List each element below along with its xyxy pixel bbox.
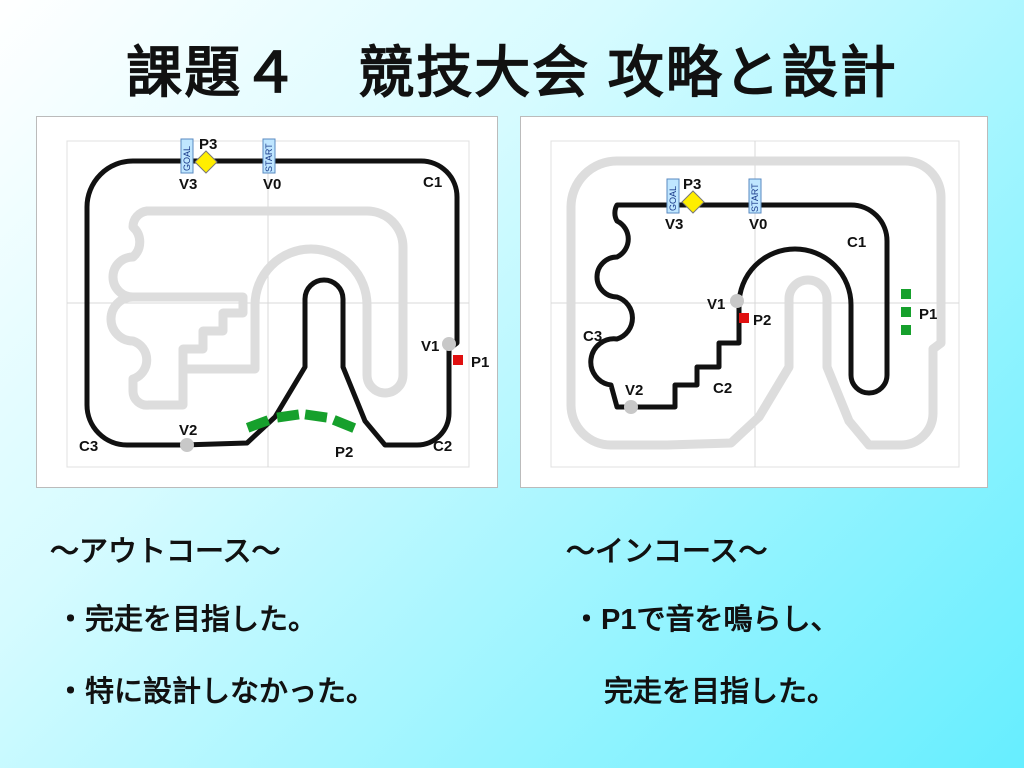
goal-tag — [180, 138, 194, 174]
green-marker — [901, 307, 911, 317]
label-c1: C1 — [423, 174, 442, 191]
in-course-diagram: GOAL START P3 V3 V0 C1 V1 P2 P1 C3 V2 C2 — [550, 140, 960, 468]
label-v0: V0 — [749, 216, 767, 233]
start-tag — [748, 178, 762, 214]
label-v2: V2 — [179, 422, 197, 439]
goal-tag — [666, 178, 680, 214]
goal-tag-label: GOAL — [668, 186, 678, 211]
label-v3: V3 — [665, 216, 683, 233]
start-tag-label: START — [264, 143, 274, 172]
in-course-heading: 〜インコース〜 — [566, 536, 768, 568]
green-marker — [276, 409, 300, 423]
p3-diamond — [681, 190, 705, 214]
out-course-heading: 〜アウトコース〜 — [50, 536, 281, 568]
label-p1: P1 — [471, 354, 489, 371]
p1-marker — [453, 355, 463, 365]
goal-tag-label: GOAL — [182, 146, 192, 171]
p2-marker — [739, 313, 749, 323]
green-marker — [245, 415, 271, 433]
p3-diamond — [194, 150, 218, 174]
start-tag — [262, 138, 276, 174]
v1-node — [442, 337, 456, 351]
label-v2: V2 — [625, 382, 643, 399]
label-p2: P2 — [753, 312, 771, 329]
green-marker — [331, 415, 357, 433]
slide-title: 課題４ 競技大会 攻略と設計 — [126, 41, 898, 104]
label-v1: V1 — [707, 296, 725, 313]
out-course-diagram: GOAL START P3 V3 V0 C1 V1 P1 C3 V2 P2 C2 — [66, 136, 489, 468]
green-marker — [901, 289, 911, 299]
label-c2: C2 — [713, 380, 732, 397]
label-p2: P2 — [335, 444, 353, 461]
start-tag-label: START — [750, 183, 760, 212]
label-v0: V0 — [263, 176, 281, 193]
v2-node — [624, 400, 638, 414]
label-v1: V1 — [421, 338, 439, 355]
ghost-inner-course — [106, 206, 408, 410]
in-course-bullet-2: 完走を目指した。 — [604, 676, 837, 708]
out-course-bullet-2: ・特に設計しなかった。 — [56, 676, 376, 708]
in-course-bullet-1: ・P1で音を鳴らし、 — [572, 604, 840, 636]
label-p3: P3 — [683, 176, 701, 193]
green-marker — [304, 409, 328, 423]
ghost-outer-course — [566, 156, 946, 450]
out-course-bullet-1: ・完走を目指した。 — [56, 604, 318, 636]
label-p3: P3 — [199, 136, 217, 153]
out-track-line — [84, 158, 460, 448]
v2-node — [180, 438, 194, 452]
in-track-line — [588, 202, 890, 410]
green-marker — [901, 325, 911, 335]
label-v3: V3 — [179, 176, 197, 193]
label-p1: P1 — [919, 306, 937, 323]
label-c1: C1 — [847, 234, 866, 251]
label-c3: C3 — [79, 438, 98, 455]
out-course-map: GOAL START P3 V3 V0 C1 V1 P1 C3 V2 P2 C2 — [36, 116, 498, 488]
label-c2: C2 — [433, 438, 452, 455]
in-course-map: GOAL START P3 V3 V0 C1 V1 P2 P1 C3 V2 C2 — [520, 116, 988, 488]
label-c3: C3 — [583, 328, 602, 345]
v1-node — [730, 294, 744, 308]
